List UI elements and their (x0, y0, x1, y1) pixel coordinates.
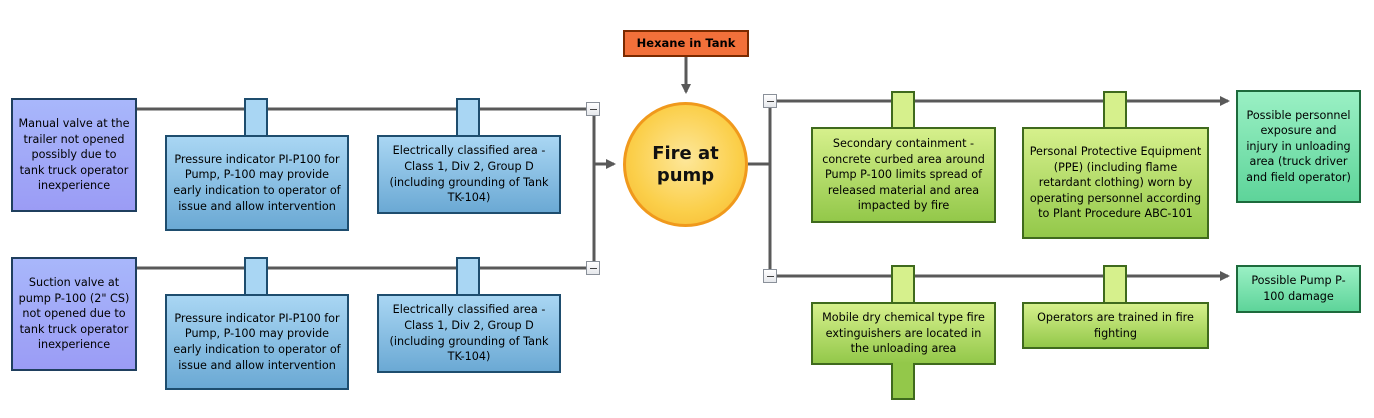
barrier-tab (891, 265, 915, 304)
threat-1-label: Manual valve at the trailer not opened p… (18, 117, 130, 193)
top-event-circle[interactable]: Fire at pump (623, 102, 748, 227)
consequence-1-label: Possible personnel exposure and injury i… (1246, 108, 1351, 184)
barrier-tab (1103, 265, 1127, 304)
preventive-barrier-2-1[interactable]: Pressure indicator PI-P100 for Pump, P-1… (165, 294, 349, 390)
collapse-threat-1-button[interactable] (586, 102, 600, 116)
mitigative-barrier-1-2[interactable]: Personal Protective Equipment (PPE) (inc… (1022, 127, 1209, 239)
consequence-2-label: Possible Pump P-100 damage (1251, 274, 1346, 303)
barrier-label: Secondary containment - concrete curbed … (822, 137, 985, 213)
barrier-label: Pressure indicator PI-P100 for Pump, P-1… (173, 152, 341, 213)
barrier-tab (456, 98, 480, 137)
hazard-box[interactable]: Hexane in Tank (623, 30, 749, 57)
barrier-label: Mobile dry chemical type fire extinguish… (822, 311, 985, 356)
mitigative-barrier-1-1[interactable]: Secondary containment - concrete curbed … (811, 127, 996, 223)
collapse-threat-2-button[interactable] (586, 261, 600, 275)
barrier-label: Electrically classified area - Class 1, … (389, 144, 549, 205)
threat-2-box[interactable]: Suction valve at pump P-100 (2" CS) not … (11, 257, 137, 371)
barrier-tab (456, 257, 480, 296)
preventive-barrier-2-2[interactable]: Electrically classified area - Class 1, … (377, 294, 561, 373)
barrier-label: Operators are trained in fire fighting (1037, 310, 1194, 340)
collapse-consequence-2-button[interactable] (763, 269, 777, 283)
barrier-tab (1103, 91, 1127, 129)
barrier-label: Personal Protective Equipment (PPE) (inc… (1029, 145, 1202, 221)
barrier-tab (891, 91, 915, 129)
mitigative-barrier-2-1[interactable]: Mobile dry chemical type fire extinguish… (811, 302, 996, 365)
threat-2-label: Suction valve at pump P-100 (2" CS) not … (18, 276, 130, 352)
hazard-label: Hexane in Tank (636, 35, 736, 50)
barrier-label: Pressure indicator PI-P100 for Pump, P-1… (173, 311, 341, 372)
preventive-barrier-1-2[interactable]: Electrically classified area - Class 1, … (377, 135, 561, 214)
threat-1-box[interactable]: Manual valve at the trailer not opened p… (11, 98, 137, 212)
barrier-tab (244, 98, 268, 137)
consequence-2-box[interactable]: Possible Pump P-100 damage (1236, 265, 1361, 313)
barrier-tab (891, 363, 915, 400)
preventive-barrier-1-1[interactable]: Pressure indicator PI-P100 for Pump, P-1… (165, 135, 349, 231)
top-event-label: Fire at pump (652, 142, 719, 186)
barrier-label: Electrically classified area - Class 1, … (389, 303, 549, 364)
consequence-1-box[interactable]: Possible personnel exposure and injury i… (1236, 90, 1361, 203)
mitigative-barrier-2-2[interactable]: Operators are trained in fire fighting (1022, 302, 1209, 349)
collapse-consequence-1-button[interactable] (763, 94, 777, 108)
barrier-tab (244, 257, 268, 296)
